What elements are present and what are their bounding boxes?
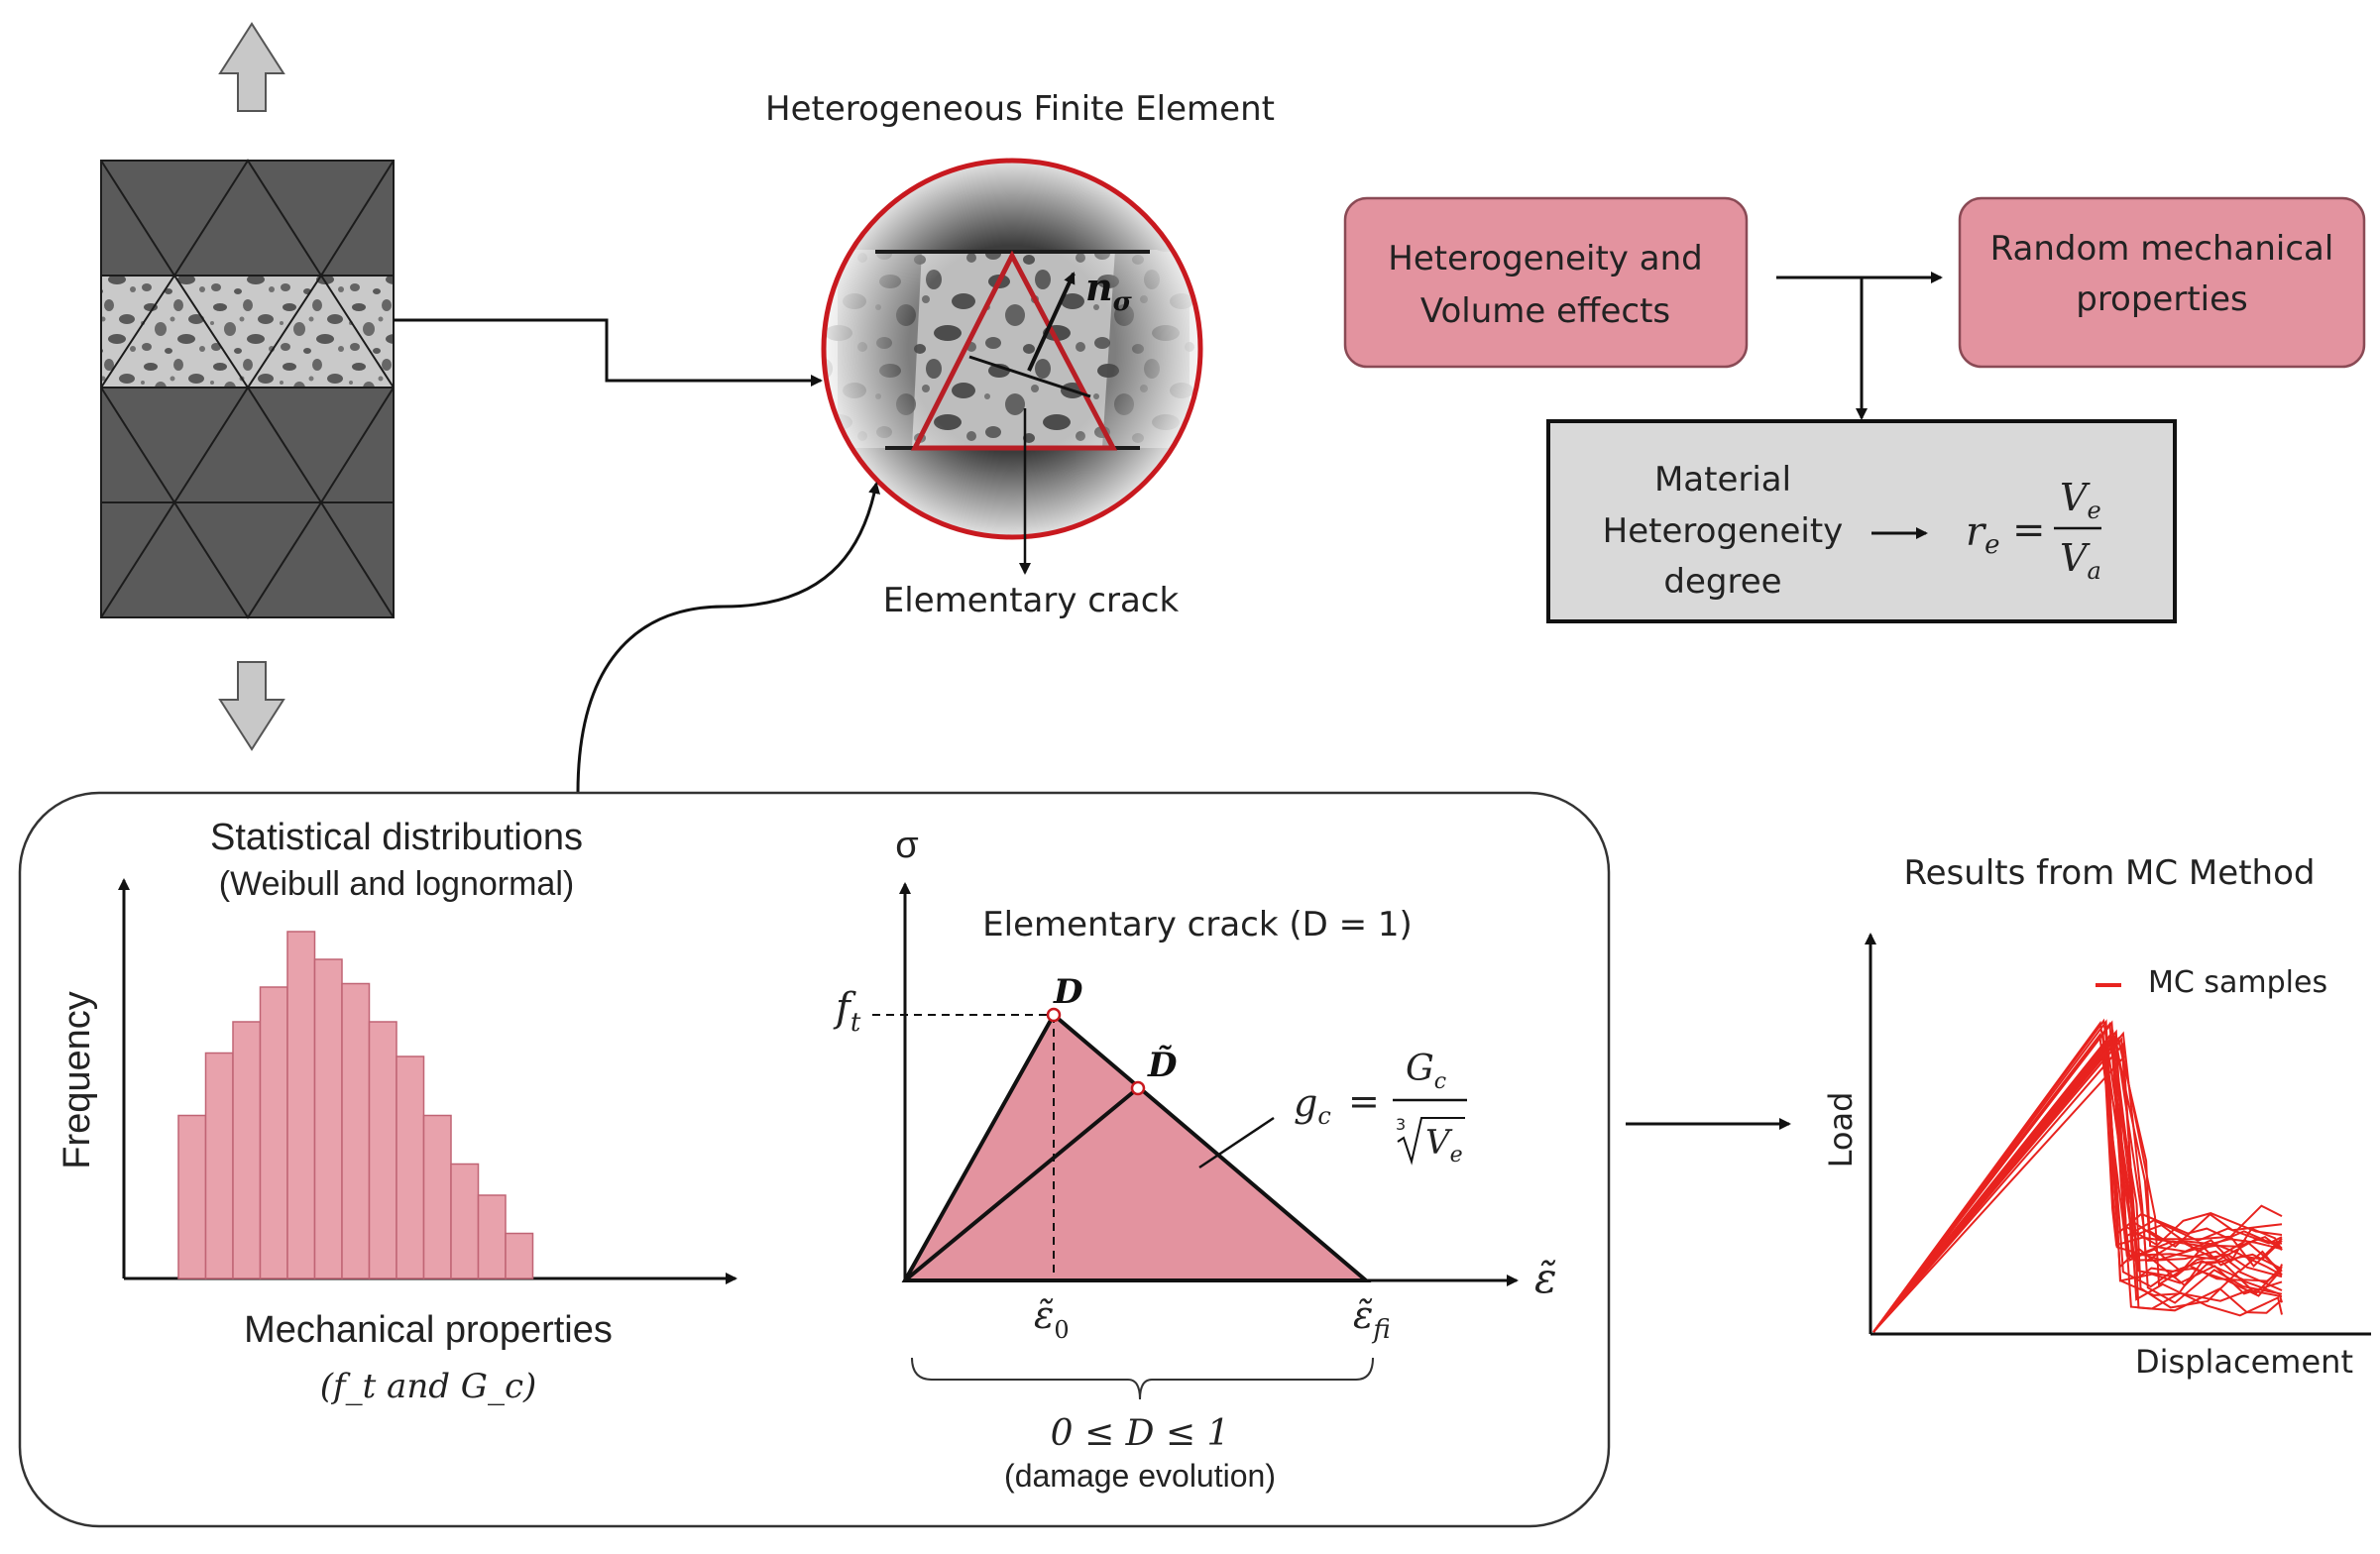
histogram-bar [422,1114,452,1279]
histogram-bar [286,931,316,1279]
mc-sample-curve [1872,1031,2283,1333]
gc-numerator: Gc [1406,1049,1446,1094]
histogram-subtitle: (Weibull and lognormal) [219,865,574,903]
normal-vector-arrow-icon [1027,272,1076,372]
ratio-equals: = [2012,507,2046,553]
mc-sample-curve [1872,1018,2283,1333]
heterogeneous-element: Heterogeneous Finite Element nσ Elementa… [765,89,1275,620]
damage-range-label: 0 ≤ D ≤ 1 [1051,1413,1230,1454]
damage-range-brace [911,1357,1374,1400]
peak-point-D [1046,1007,1062,1023]
results-x-label: Displacement [2135,1343,2353,1381]
element-triangle [910,250,1118,451]
element-title: Heterogeneous Finite Element [765,89,1275,129]
mesh-heterogeneous-row [101,276,394,388]
results-chart: Results from MC Method Load Displacement… [1822,853,2371,1381]
damage-law-chart: σ Elementary crack (D = 1) ft D D̃ gc = … [833,825,1557,1494]
gc-root-index: 3 [1396,1115,1406,1134]
legend-label: MC samples [2148,965,2327,1000]
D-label: D [1053,972,1083,1012]
flow-diagram: Heterogeneity and Volume effects Random … [1343,196,2366,623]
crack-line [968,355,1091,398]
random-properties-box [1958,196,2366,369]
histogram-bar [204,1052,234,1279]
element-circle-outline [821,158,1203,540]
histogram-x-label: Mechanical properties [244,1309,613,1351]
histogram-bar [313,958,343,1279]
mesh-specimen [100,22,395,751]
connector-mesh-to-element [394,318,823,387]
gc-pointer-line [1198,1116,1275,1169]
histogram-y-label: Frequency [57,991,98,1169]
ratio-numerator: Ve [2060,476,2101,524]
gc-root-sign [1397,1117,1465,1166]
damage-unloading-line [903,1086,1140,1282]
histogram-title: Statistical distributions [210,817,583,858]
mc-sample-curve [1872,1054,2283,1333]
mc-sample-curve [1872,1020,2283,1333]
elementary-crack-title: Elementary crack (D = 1) [982,905,1413,944]
normal-vector-label: nσ [1085,265,1133,317]
gc-lhs: gc [1294,1081,1331,1130]
material-label-line1: Material [1654,460,1791,500]
mc-sample-curve [1872,1042,2283,1333]
damage-area [901,1011,1372,1282]
heterogeneity-volume-line2: Volume effects [1420,291,1670,331]
histogram-bar [396,1055,425,1279]
histogram-chart: Statistical distributions (Weibull and l… [57,817,737,1406]
epsilon-axis-label: ε̃ [1534,1254,1557,1302]
mesh-top-rows [101,161,394,276]
results-title: Results from MC Method [1904,853,2316,893]
histogram-bar [368,1021,397,1279]
ratio-lhs: re [1966,509,2000,560]
histogram-bar [259,986,288,1279]
pull-up-arrow-icon [218,22,285,112]
material-label-line2: Heterogeneity [1603,511,1844,551]
gc-denominator: Ve [1425,1123,1463,1167]
ratio-denominator: Va [2060,536,2101,585]
material-heterogeneity-box [1546,419,2177,623]
epsfi-label: ε̃fi [1353,1293,1391,1345]
histogram-bar [505,1232,534,1279]
point-D-tilde [1130,1080,1146,1096]
ft-label: ft [833,985,861,1038]
histogram-bars [177,931,534,1279]
eps0-label: ε̃0 [1034,1293,1070,1344]
random-properties-line2: properties [2076,279,2248,319]
pull-down-arrow-icon [218,661,285,751]
gc-equals: = [1348,1079,1380,1123]
mesh-lines [100,159,395,619]
elementary-crack-label: Elementary crack [883,581,1180,620]
damage-evolution-note: (damage evolution) [1004,1458,1276,1494]
random-properties-line1: Random mechanical [1990,229,2334,269]
sigma-axis-label: σ [895,825,918,866]
mc-sample-curve [1872,1020,2283,1333]
mc-sample-curve [1872,1021,2283,1333]
material-label-line3: degree [1663,562,1781,602]
mc-sample-curve [1872,1049,2283,1333]
histogram-x-label-math: (f_t and G_c) [320,1367,537,1406]
heterogeneity-volume-line1: Heterogeneity and [1388,239,1702,278]
histogram-bar [450,1163,480,1279]
bottom-panel-frame [18,791,1611,1528]
histogram-bar [341,982,371,1279]
mc-sample-curves [1872,1018,2283,1333]
histogram-bar [477,1194,507,1279]
curved-arrow-distribution-to-element [576,482,880,794]
heterogeneity-volume-box [1343,196,1749,369]
results-y-label: Load [1822,1092,1860,1168]
histogram-bar [177,1114,207,1279]
histogram-bar [232,1021,262,1279]
D-tilde-label: D̃ [1147,1046,1178,1085]
